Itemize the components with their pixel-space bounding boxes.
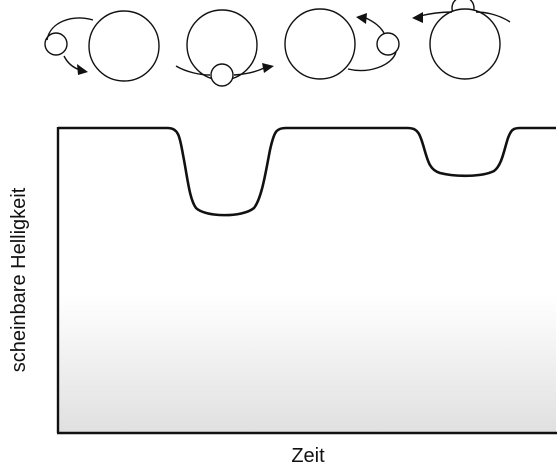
companion-star <box>376 32 400 56</box>
companion-star <box>210 63 234 87</box>
orbit-phase-3 <box>284 8 400 80</box>
arrow-icon <box>77 64 88 75</box>
orbit-phase-2 <box>175 9 274 87</box>
orbit-arc <box>365 17 385 34</box>
orbit-arc <box>233 67 265 76</box>
orbit-phase-4 <box>412 0 511 80</box>
y-axis-label: scheinbare Helligkeit <box>8 187 30 372</box>
x-axis-label: Zeit <box>291 445 325 467</box>
orbit-arc <box>475 11 511 23</box>
arrow-icon <box>412 12 423 23</box>
primary-star <box>429 8 501 80</box>
light-curve-line <box>58 126 556 217</box>
arrow-icon <box>262 63 274 73</box>
primary-star <box>88 10 160 82</box>
primary-star <box>284 8 356 80</box>
light-curve-panel <box>56 126 557 435</box>
orbit-phase-1 <box>44 10 160 82</box>
light-curve <box>58 128 556 432</box>
arrow-icon <box>356 13 367 24</box>
companion-star <box>44 32 68 56</box>
orbit-arc <box>347 51 397 72</box>
orbit-arc <box>175 65 211 76</box>
orbit-arc <box>46 17 94 41</box>
